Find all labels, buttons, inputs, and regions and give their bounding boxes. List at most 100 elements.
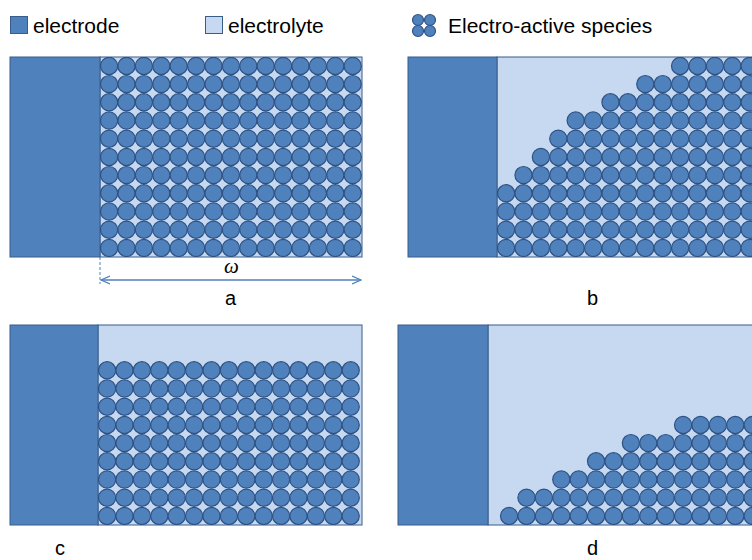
species-particle (135, 76, 152, 93)
species-particle (570, 471, 587, 488)
species-particle (637, 148, 654, 165)
species-particle (741, 221, 752, 238)
species-particle (170, 57, 187, 74)
species-particle (342, 435, 359, 452)
species-particle (135, 57, 152, 74)
species-particle (706, 185, 723, 202)
species-particle (585, 112, 602, 129)
species-layer (99, 362, 360, 525)
species-particle (675, 471, 692, 488)
species-particle (153, 130, 170, 147)
species-particle (186, 398, 203, 415)
species-particle (188, 221, 205, 238)
species-particle (170, 94, 187, 111)
species-particle (203, 380, 220, 397)
species-particle (151, 453, 168, 470)
species-particle (170, 239, 187, 256)
species-particle (619, 130, 636, 147)
species-particle (724, 57, 741, 74)
species-particle (203, 489, 220, 506)
species-particle (532, 148, 549, 165)
species-particle (203, 507, 220, 524)
species-particle (118, 221, 135, 238)
species-particle (654, 130, 671, 147)
species-particle (327, 76, 344, 93)
species-particle (205, 148, 222, 165)
species-particle (257, 94, 274, 111)
species-particle (255, 435, 272, 452)
species-particle (325, 489, 342, 506)
species-particle (238, 435, 255, 452)
species-particle (168, 362, 185, 379)
species-particle (344, 221, 361, 238)
species-particle (275, 76, 292, 93)
species-particle (602, 94, 619, 111)
species-particle (325, 416, 342, 433)
panel-label: b (587, 288, 598, 308)
species-particle (292, 221, 309, 238)
species-particle (327, 239, 344, 256)
species-particle (744, 471, 752, 488)
species-particle (605, 471, 622, 488)
species-particle (275, 239, 292, 256)
species-particle (240, 94, 257, 111)
species-particle (188, 185, 205, 202)
species-particle (255, 416, 272, 433)
species-particle (535, 507, 552, 524)
species-particle (689, 185, 706, 202)
species-particle (413, 15, 424, 26)
species-particle (325, 380, 342, 397)
species-particle (532, 239, 549, 256)
species-particle (325, 507, 342, 524)
species-particle (567, 221, 584, 238)
species-particle (255, 489, 272, 506)
species-particle (205, 112, 222, 129)
panel-label: c (55, 538, 65, 558)
species-particle (692, 416, 709, 433)
species-particle (290, 398, 307, 415)
species-particle (292, 239, 309, 256)
species-particle (133, 453, 150, 470)
electrolyte (98, 325, 362, 525)
species-icon (413, 15, 436, 37)
species-particle (220, 471, 237, 488)
species-particle (706, 112, 723, 129)
species-particle (257, 167, 274, 184)
species-particle (724, 76, 741, 93)
species-particle (257, 239, 274, 256)
species-particle (425, 15, 436, 26)
species-particle (257, 130, 274, 147)
species-particle (153, 185, 170, 202)
species-particle (689, 221, 706, 238)
species-particle (118, 76, 135, 93)
species-particle (255, 471, 272, 488)
species-particle (567, 185, 584, 202)
species-particle (170, 130, 187, 147)
species-particle (550, 185, 567, 202)
species-particle (619, 167, 636, 184)
species-particle (709, 416, 726, 433)
species-particle (240, 112, 257, 129)
species-particle (205, 185, 222, 202)
species-particle (220, 416, 237, 433)
species-particle (292, 130, 309, 147)
species-particle (637, 185, 654, 202)
species-particle (186, 489, 203, 506)
species-particle (240, 221, 257, 238)
species-particle (222, 203, 239, 220)
species-particle (515, 185, 532, 202)
species-particle (170, 221, 187, 238)
species-particle (153, 239, 170, 256)
species-particle (744, 416, 752, 433)
species-particle (498, 185, 515, 202)
species-particle (273, 435, 290, 452)
species-particle (672, 221, 689, 238)
species-particle (727, 507, 744, 524)
species-particle (135, 148, 152, 165)
species-particle (290, 362, 307, 379)
species-particle (203, 471, 220, 488)
species-particle (585, 185, 602, 202)
species-particle (290, 507, 307, 524)
species-particle (273, 416, 290, 433)
